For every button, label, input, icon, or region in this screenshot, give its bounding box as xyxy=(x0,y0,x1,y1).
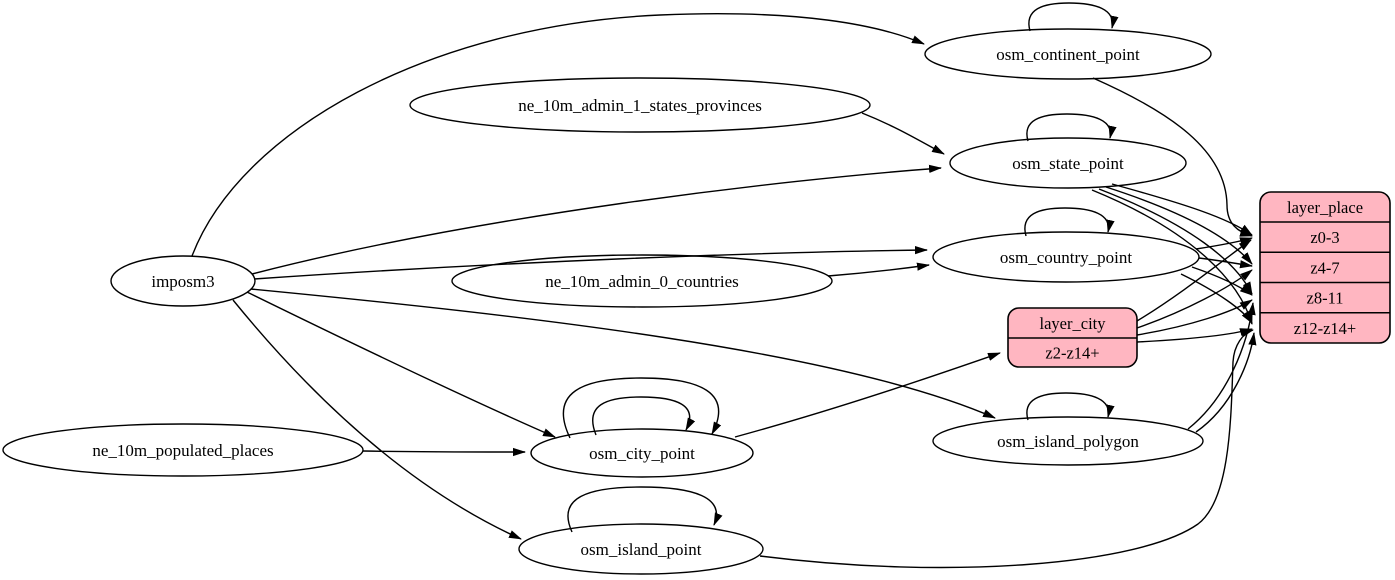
node-ne_10m_admin_0_countries: ne_10m_admin_0_countries xyxy=(451,254,833,308)
node-osm_island_polygon-shape xyxy=(932,416,1204,466)
record-layer_place-row-z4-7: z4-7 xyxy=(1310,258,1339,277)
edge-osm_island_point-to-layer_place-z12-z14- xyxy=(759,329,1254,569)
node-osm_continent_point-label: osm_continent_point xyxy=(996,45,1140,64)
node-ne_10m_admin_1_states_provinces-label: ne_10m_admin_1_states_provinces xyxy=(518,96,762,115)
node-osm_city_point-shape xyxy=(530,428,754,478)
edge-layer_city-to-layer_place-z12-z14- xyxy=(1136,328,1253,343)
record-layer_city-title: layer_city xyxy=(1040,314,1107,333)
node-ne_10m_populated_places: ne_10m_populated_places xyxy=(2,423,364,477)
self-loop-osm_continent_point xyxy=(1028,2,1119,32)
record-layer_place-box xyxy=(1259,191,1391,344)
record-layer_place-title: layer_place xyxy=(1287,198,1363,217)
record-layer_place-row-z8-11: z8-11 xyxy=(1307,289,1344,308)
node-ne_10m_populated_places-label: ne_10m_populated_places xyxy=(92,441,273,460)
node-osm_state_point-label: osm_state_point xyxy=(1012,154,1124,173)
node-osm_country_point: osm_country_point xyxy=(932,231,1200,283)
record-layer_place-row-z0-3: z0-3 xyxy=(1310,228,1339,247)
edge-osm_country_point-to-layer_place-z8-11 xyxy=(1191,266,1253,296)
node-osm_state_point-shape xyxy=(949,137,1187,189)
node-imposm3-label: imposm3 xyxy=(151,272,214,291)
node-osm_country_point-shape xyxy=(932,231,1200,283)
node-ne_10m_admin_0_countries-shape xyxy=(451,254,833,308)
self-loop-osm_city_point xyxy=(562,377,722,439)
edge-osm_country_point-to-layer_place-z0-3 xyxy=(1195,237,1253,250)
edge-osm_country_point-to-layer_place-z12-z14- xyxy=(1180,273,1253,324)
node-osm_island_polygon-label: osm_island_polygon xyxy=(997,432,1139,451)
self-loop-osm_country_point xyxy=(1024,207,1115,237)
node-ne_10m_admin_1_states_provinces: ne_10m_admin_1_states_provinces xyxy=(409,77,871,133)
edge-osm_continent_point-to-layer_place-z0-3 xyxy=(1092,77,1253,237)
edge-layer_city-to-layer_place-z0-3 xyxy=(1136,239,1252,322)
node-osm_island_polygon: osm_island_polygon xyxy=(932,416,1204,466)
node-osm_island_point-label: osm_island_point xyxy=(581,540,702,559)
record-layer_city-row-z2-z14+: z2-z14+ xyxy=(1045,344,1099,363)
node-osm_continent_point: osm_continent_point xyxy=(924,28,1212,80)
edge-imposm3-to-osm_island_polygon xyxy=(250,288,996,419)
node-osm_city_point: osm_city_point xyxy=(530,428,754,478)
edge-osm_island_polygon-to-layer_place-z12-z14- xyxy=(1195,332,1257,433)
self-loop-osm_island_point xyxy=(567,486,723,533)
node-osm_island_point: osm_island_point xyxy=(518,523,764,575)
edge-osm_state_point-to-layer_place-z4-7 xyxy=(1105,186,1253,265)
edge-layer_city-to-layer_place-z4-7 xyxy=(1136,269,1253,329)
edge-ne_10m_admin_0_countries-to-osm_country_point xyxy=(827,262,930,277)
edge-ne_10m_admin_1_states_provinces-to-osm_state_point xyxy=(861,112,945,155)
node-osm_state_point: osm_state_point xyxy=(949,137,1187,189)
node-ne_10m_populated_places-shape xyxy=(2,423,364,477)
edge-osm_country_point-to-layer_place-z4-7 xyxy=(1198,257,1253,269)
edge-osm_state_point-to-layer_place-z8-11 xyxy=(1098,188,1253,295)
node-osm_island_point-shape xyxy=(518,523,764,575)
edge-imposm3-to-osm_city_point xyxy=(246,291,556,438)
self-loop-osm_city_point xyxy=(592,396,696,436)
edge-osm_state_point-to-layer_place-z0-3 xyxy=(1111,183,1253,236)
node-osm_country_point-label: osm_country_point xyxy=(1000,248,1132,267)
edge-imposm3-to-osm_continent_point xyxy=(191,13,925,257)
edge-imposm3-to-osm_country_point xyxy=(253,246,928,280)
record-layer_place: layer_place z0-3 z4-7 z8-11 z12-z14+ xyxy=(1259,191,1391,344)
node-imposm3: imposm3 xyxy=(110,255,256,307)
edge-layer_city-to-layer_place-z8-11 xyxy=(1136,299,1253,336)
edge-imposm3-to-osm_island_point xyxy=(232,299,522,540)
node-ne_10m_admin_0_countries-label: ne_10m_admin_0_countries xyxy=(545,272,739,291)
self-loop-osm_island_polygon xyxy=(1026,392,1115,421)
node-osm_city_point-label: osm_city_point xyxy=(589,444,695,463)
edge-ne_10m_populated_places-to-osm_city_point xyxy=(362,447,526,457)
node-ne_10m_admin_1_states_provinces-shape xyxy=(409,77,871,133)
record-layer_city: layer_city z2-z14+ xyxy=(1007,307,1138,368)
self-loop-osm_state_point xyxy=(1026,113,1117,142)
record-layer_place-row-z12-z14+: z12-z14+ xyxy=(1294,319,1356,338)
node-imposm3-shape xyxy=(110,255,256,307)
node-osm_continent_point-shape xyxy=(924,28,1212,80)
edge-imposm3-to-osm_state_point xyxy=(251,164,942,275)
edge-osm_city_point-to-layer_city-z2-z14- xyxy=(734,352,1001,438)
